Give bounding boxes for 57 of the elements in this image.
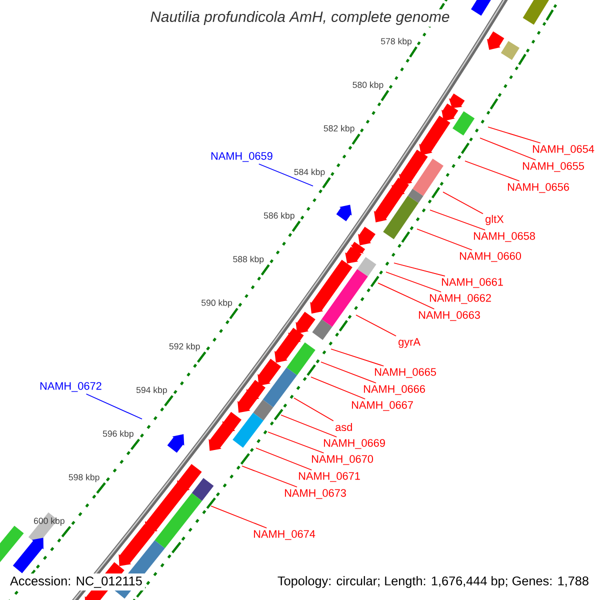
leader-line <box>416 228 472 250</box>
gene-label: NAMH_0669 <box>324 439 385 449</box>
tick-label: 600 kbp <box>34 518 64 526</box>
tick-label: 580 kbp <box>352 82 384 90</box>
gene-label: NAMH_0659 <box>211 152 272 162</box>
leader-line <box>294 398 334 422</box>
leader-line <box>442 192 484 214</box>
gene-label: NAMH_0658 <box>474 232 535 242</box>
gene-label: gltX <box>486 214 504 226</box>
gene-label: NAMH_0660 <box>460 252 522 262</box>
accession-text: Accession: NC_012115 <box>7 574 146 590</box>
tick-label: 598 kbp <box>68 474 100 482</box>
leader-line <box>356 314 396 336</box>
leader-line <box>268 432 324 454</box>
gene-label: NAMH_0663 <box>419 311 480 321</box>
tick-label: 588 kbp <box>233 256 264 264</box>
gene-label: gyrA <box>398 338 420 348</box>
gene-label: NAMH_0656 <box>508 183 569 193</box>
gene-label: NAMH_0665 <box>375 368 436 378</box>
gene-label: NAMH_0666 <box>364 385 425 395</box>
gene-label: NAMH_0654 <box>533 145 594 155</box>
leader-line <box>256 448 312 470</box>
tick-label: 582 kbp <box>324 125 354 134</box>
gene-label: NAMH_0655 <box>523 162 584 172</box>
gene-label: NAMH_0670 <box>312 455 374 465</box>
leader-line <box>386 272 442 292</box>
leader-line <box>310 376 366 400</box>
leader-line <box>430 210 486 230</box>
leader-line <box>378 282 435 310</box>
tick-label: 578 kbp <box>381 38 412 46</box>
tick-label: 586 kbp <box>264 212 294 220</box>
gene-label: NAMH_0672 <box>40 382 102 392</box>
leader-line <box>480 138 536 160</box>
leader-line <box>242 466 298 488</box>
tick-label: 594 kbp <box>136 386 167 395</box>
tick-label: 590 kbp <box>202 299 232 308</box>
leader-line <box>320 362 376 384</box>
leader-line <box>488 126 541 144</box>
gene-label: asd <box>336 423 352 431</box>
leader-line <box>464 160 520 182</box>
tick-label: 596 kbp <box>102 430 134 438</box>
gene-label: NAMH_0673 <box>285 489 346 499</box>
tick-label: 592 kbp <box>169 343 200 352</box>
leader-line <box>210 506 268 528</box>
leader-line <box>86 394 142 420</box>
leader-line <box>394 262 446 276</box>
gene-label: NAMH_0674 <box>254 530 316 540</box>
leader-line <box>258 164 314 186</box>
tick-label: 584 kbp <box>294 168 325 177</box>
leader-line <box>280 414 338 438</box>
title: Nautilia profundicola AmH, complete genome <box>148 9 452 27</box>
gene-label: NAMH_0667 <box>352 401 413 411</box>
genome-info-text: Topology: circular; Length: 1,676,444 bp; Genes: 1,788 <box>274 573 592 591</box>
gene-label: NAMH_0661 <box>442 278 503 288</box>
leader-line <box>330 348 384 366</box>
gene-label: NAMH_0671 <box>299 472 360 482</box>
gene-label: NAMH_0662 <box>430 294 491 304</box>
